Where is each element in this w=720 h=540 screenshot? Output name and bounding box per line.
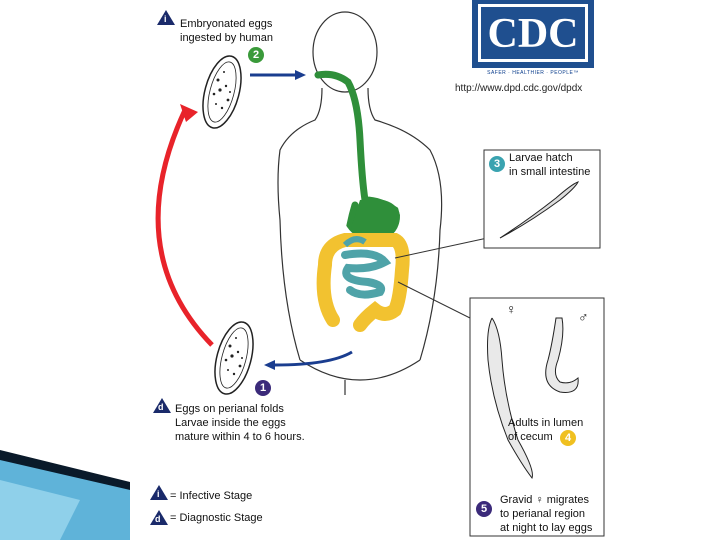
ingestion-arrowhead [295,70,306,80]
cdc-logo-text: CDC [487,11,579,57]
female-worm [487,317,533,480]
legend-d-icon [150,510,168,525]
stomach [351,199,400,242]
stage2-badge: 2 [248,47,264,63]
legend-i-symbol: i [157,489,160,499]
cdc-tagline: SAFER · HEALTHIER · PEOPLE™ [487,70,579,76]
stage5-badge: 5 [476,501,492,517]
small-intestine [341,249,392,299]
legend-i-icon [150,485,168,500]
stage5-line3: at night to lay eggs [500,522,593,534]
female-symbol: ♀ [506,301,517,317]
legend-d-symbol: d [155,514,161,524]
legend-infective: = Infective Stage [170,490,253,502]
diagnostic-d-symbol: d [158,402,164,412]
perianal-arrowhead [264,360,275,370]
pointer-line-small-intestine [394,236,493,259]
stage4-line1: Adults in lumen [508,417,584,429]
perianal-egg [214,321,254,395]
corner-decoration [0,450,130,540]
infective-arrowhead [180,104,198,122]
stage4-line2: of cecum [508,431,553,443]
stage5-line2: to perianal region [500,508,586,520]
stage1-badge: 1 [255,380,271,396]
male-worm [545,317,579,393]
legend-diagnostic: = Diagnostic Stage [170,512,263,524]
stage3-line2: in small intestine [509,166,591,178]
male-symbol: ♂ [578,309,589,325]
cdc-logo [472,0,594,68]
stage3-line1: Larvae hatch [509,152,573,164]
stage3-badge: 3 [489,156,505,172]
embryonated-egg [202,55,242,129]
stage2-line1: Embryonated eggs [180,18,273,30]
colon [316,233,410,332]
infective-arrow [155,108,214,347]
infective-i-symbol: i [164,14,167,24]
stage2-line2: ingested by human [180,32,273,44]
human-body-outline [277,11,443,395]
stage4-badge: 4 [560,430,576,446]
small-intestine-top [342,236,367,248]
perianal-arrow [274,350,353,367]
diagnostic-d-icon [153,398,171,413]
stage1-line3: mature within 4 to 6 hours. [175,431,305,443]
stage1-line2: Larvae inside the eggs [175,417,286,429]
cdc-url[interactable]: http://www.dpd.cdc.gov/dpdx [455,83,583,94]
infective-i-icon [157,10,175,25]
stage5-line1: Gravid ♀ migrates [500,494,589,506]
stage1-line1: Eggs on perianal folds [175,403,284,415]
pointer-line-cecum [397,281,471,319]
adults-inset [469,297,605,537]
